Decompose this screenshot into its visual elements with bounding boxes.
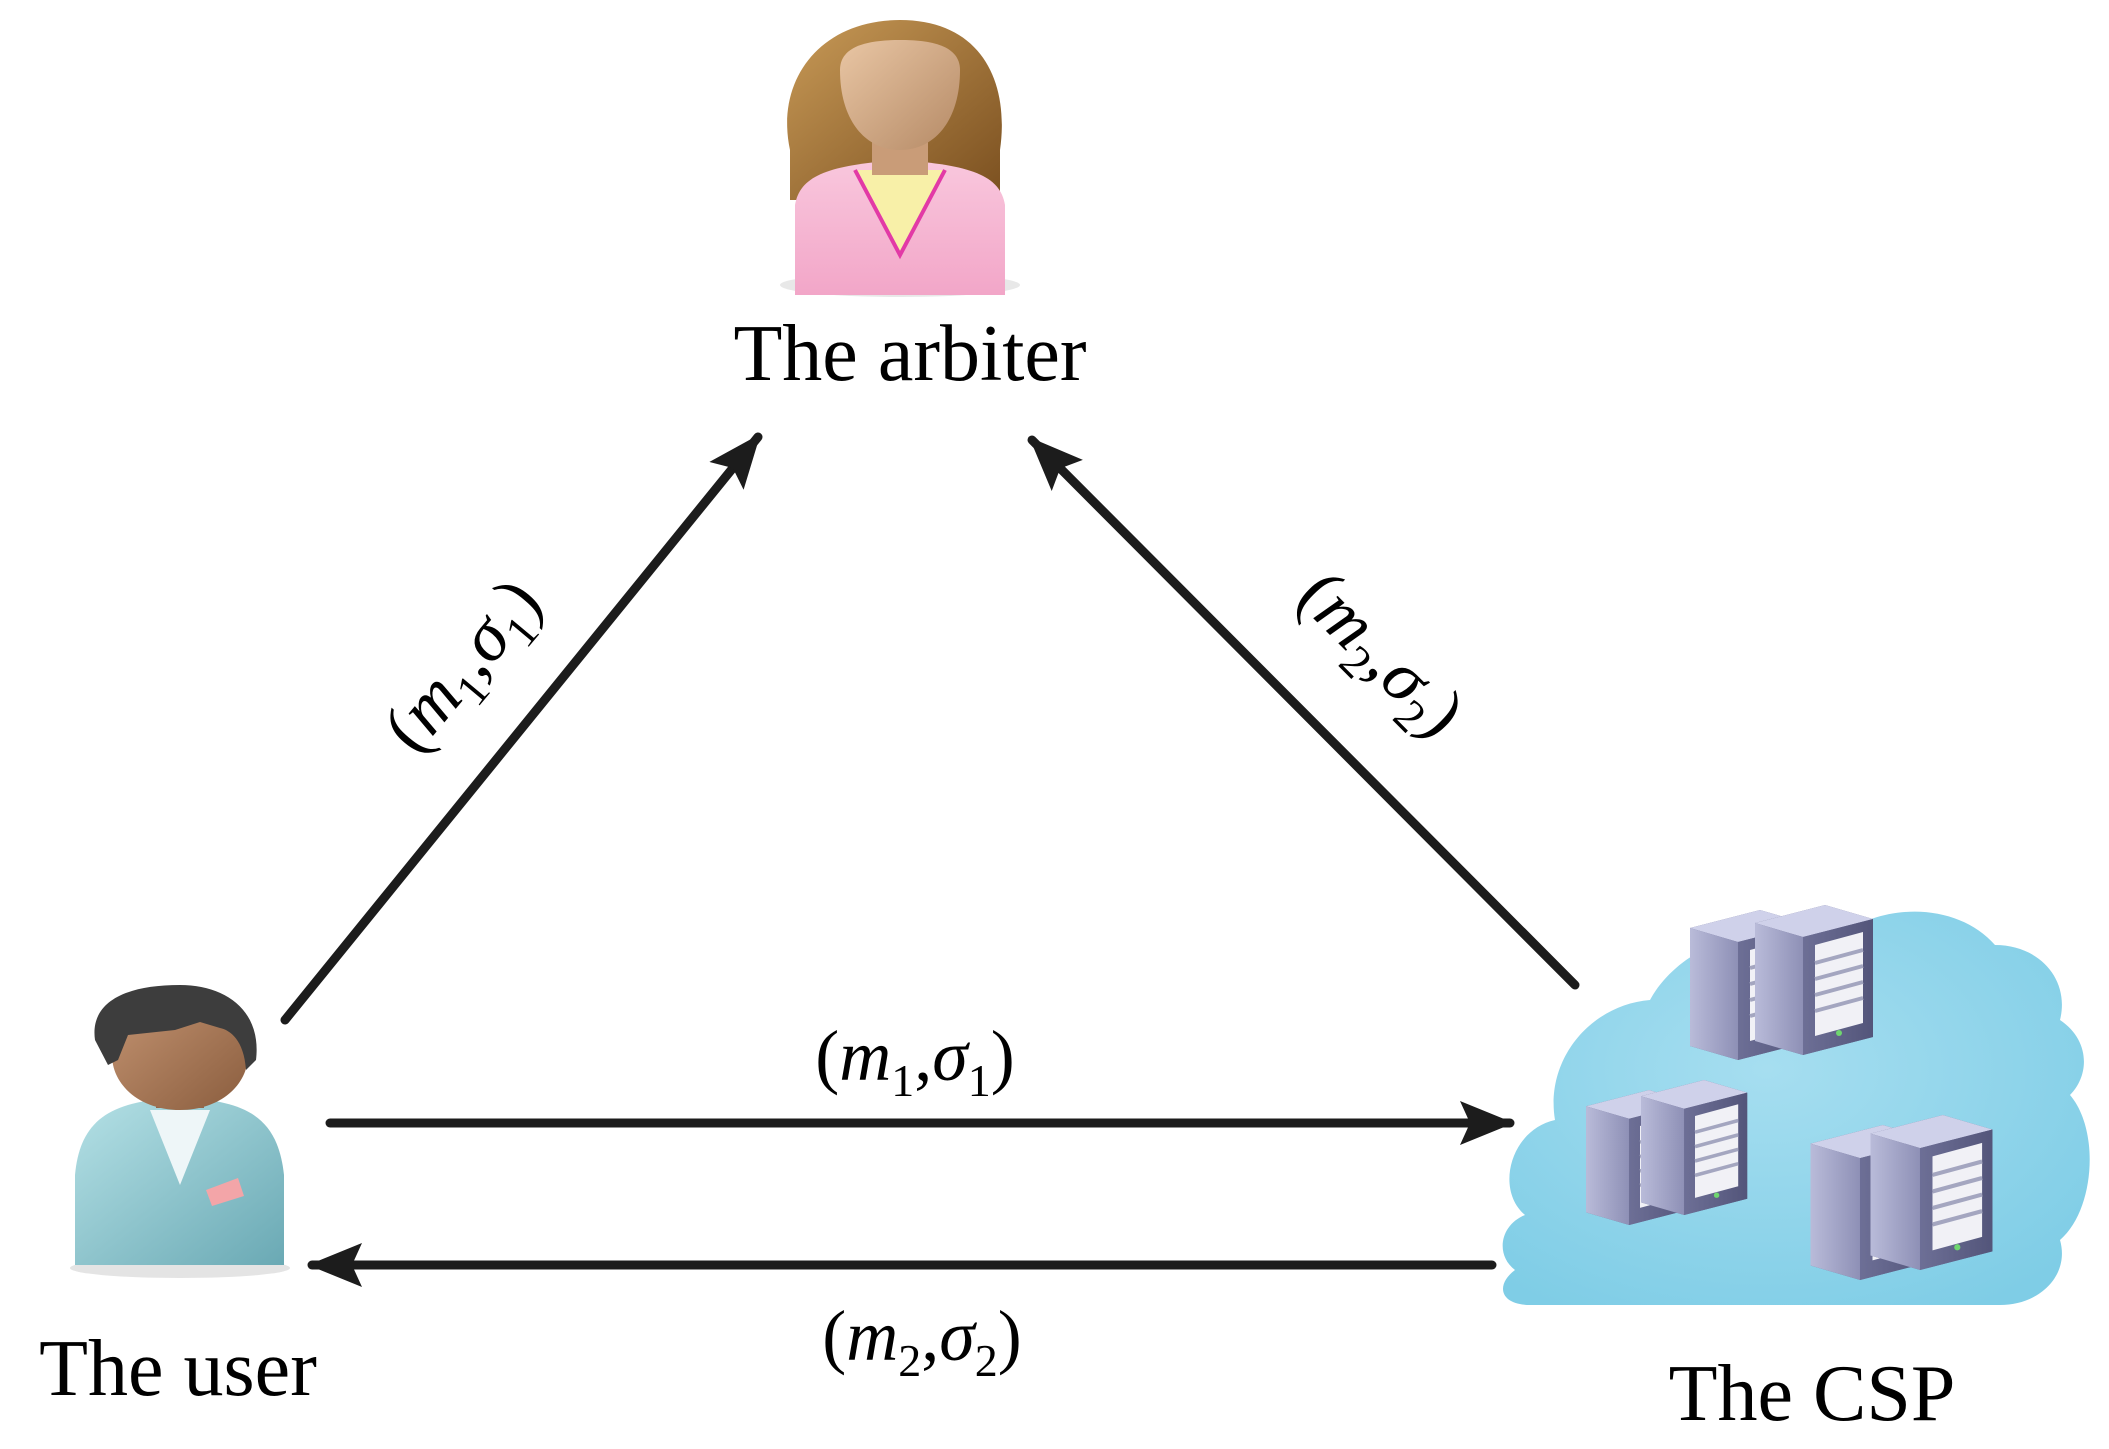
edge-var: m [839, 1016, 891, 1096]
svg-text:(m1,σ1): (m1,σ1) [367, 562, 564, 773]
edge-sig: σ [939, 1296, 977, 1376]
arrow-user-to-arbiter [280, 432, 763, 1025]
svg-text:(m1,σ1): (m1,σ1) [815, 1016, 1014, 1106]
edge-subscript: 2 [975, 1335, 998, 1386]
edge-label-csp-to-arbiter: (m2,σ2) [1276, 554, 1481, 759]
edge-subscript: 1 [968, 1055, 991, 1106]
user-label: The user [39, 1325, 317, 1413]
woman-avatar-icon [780, 20, 1020, 297]
arrow-csp-to-arbiter [1027, 435, 1580, 990]
edge-subscript: 1 [891, 1055, 914, 1106]
svg-text:(m2,σ2): (m2,σ2) [1276, 554, 1481, 759]
edge-label-csp-to-user: (m2,σ2) [822, 1296, 1021, 1386]
edge-label-user-to-arbiter: (m1,σ1) [367, 562, 564, 773]
cloud-servers-icon [1502, 905, 2090, 1305]
csp-label: The CSP [1669, 1350, 1956, 1438]
man-avatar-icon [70, 985, 290, 1278]
edge-label-user-to-csp: (m1,σ1) [815, 1016, 1014, 1106]
edge-var: m [846, 1296, 898, 1376]
edge-subscript: 2 [898, 1335, 921, 1386]
edge-sig: σ [932, 1016, 970, 1096]
arbiter-label: The arbiter [733, 310, 1086, 398]
svg-text:(m2,σ2): (m2,σ2) [822, 1296, 1021, 1386]
